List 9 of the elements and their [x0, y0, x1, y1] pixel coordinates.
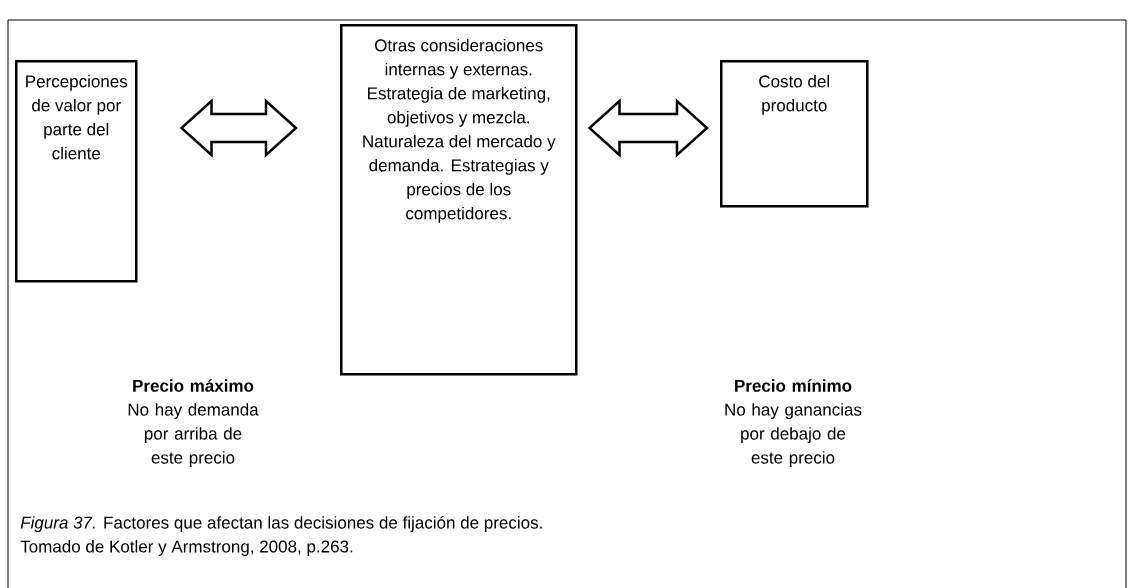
price-heading: Precio mínimo: [735, 379, 852, 392]
source-note: Tomado de Kotler y Armstrong, 2008, p.263.: [20, 540, 353, 556]
price-note: No hay ganancias por debajo de este precio: [725, 403, 862, 468]
price-heading: Precio máximo: [133, 379, 254, 392]
text-box: Costo del producto: [720, 60, 869, 208]
caption: Figura 37. Factores que afectan las decisiones de fijación de precios.: [20, 515, 542, 532]
text-box: Percepciones de valor por parte del cliente: [15, 60, 138, 283]
text-box: Otras consideraciones internas y externas. Estrategia de marketing, objetivos y mezcla. Naturaleza del mercado y demanda. Estrategias y precios de los competidores.: [340, 24, 578, 376]
price-note: No hay demanda por arriba de este precio: [128, 403, 259, 468]
